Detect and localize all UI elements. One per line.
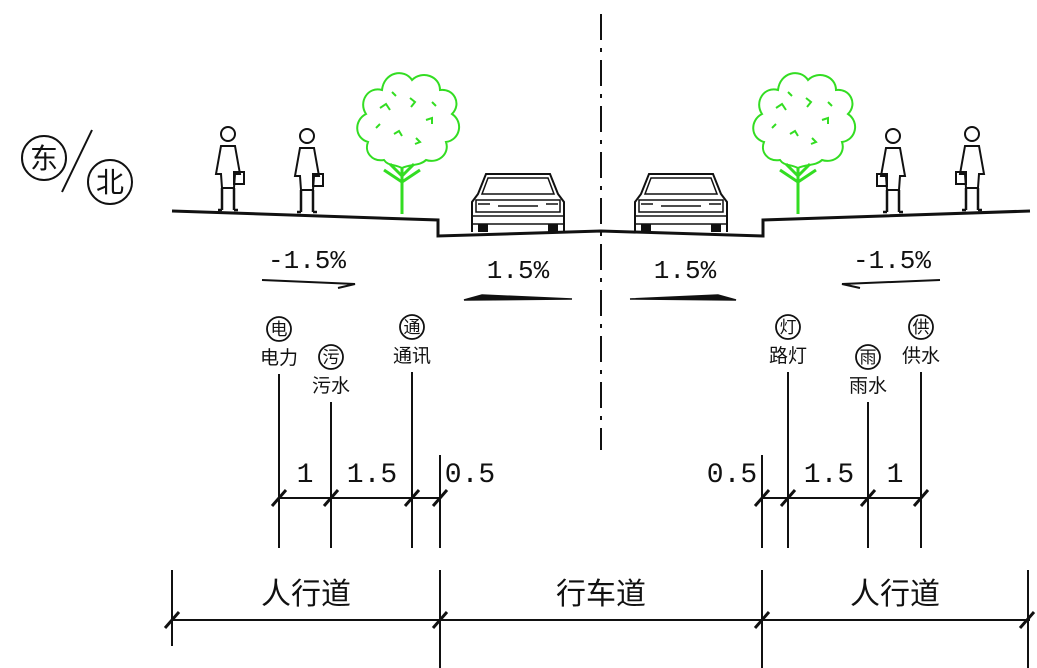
dimension-tick	[431, 611, 449, 629]
slope-label-right-road: 1.5%	[654, 256, 717, 286]
utility-streetlight: 灯 路灯	[769, 314, 807, 548]
utility-label: 供水	[902, 345, 940, 367]
pedestrian-icon	[214, 125, 246, 212]
dimension-tick	[403, 489, 421, 507]
dimension-tick	[431, 489, 449, 507]
utility-label: 通讯	[393, 345, 431, 367]
slope-arrow-left-sidewalk	[261, 279, 356, 289]
dimension-tick	[163, 611, 181, 629]
dimension-tick	[322, 489, 340, 507]
tree-icon	[355, 71, 461, 216]
dimension-value: 1.5	[804, 460, 854, 491]
east-circle	[21, 135, 67, 181]
utility-code: 污	[323, 348, 340, 367]
pedestrian-icon	[875, 127, 907, 214]
utility-stormwater: 雨 雨水	[849, 344, 887, 548]
utility-water-supply: 供 供水	[902, 314, 940, 548]
ground-profile	[171, 209, 1031, 238]
dimension-value: 0.5	[445, 460, 495, 491]
section-label-left-sidewalk: 人行道	[261, 578, 351, 611]
car-icon	[471, 173, 565, 233]
orientation-label: 东 北	[21, 129, 133, 205]
slope-arrow-left-road	[463, 294, 573, 301]
dimension-tick	[779, 489, 797, 507]
north-circle	[87, 159, 133, 205]
utility-label: 污水	[312, 375, 350, 397]
utility-code: 灯	[780, 318, 797, 337]
pedestrian-icon	[954, 125, 986, 212]
utility-circle	[908, 314, 934, 340]
dimension-tick	[270, 489, 288, 507]
utility-circle	[266, 316, 292, 342]
utility-code: 电	[271, 320, 288, 339]
dimension-tick	[859, 489, 877, 507]
slope-arrow-right-road	[629, 294, 737, 301]
slope-label-left-road: 1.5%	[487, 256, 550, 286]
pedestrian-icon	[293, 127, 325, 214]
utility-telecom: 通 通讯	[393, 314, 431, 548]
dimension-value: 1	[297, 460, 314, 491]
dimension-value: 0.5	[707, 460, 757, 491]
slope-label-right-sidewalk: -1.5%	[853, 246, 931, 276]
section-label-right-sidewalk: 人行道	[850, 578, 940, 611]
utility-circle	[855, 344, 881, 370]
section-label-roadway: 行车道	[556, 578, 646, 611]
utility-label: 路灯	[769, 345, 807, 367]
dimension-chain-left: 1 1.5 0.5	[270, 455, 495, 548]
utility-circle	[399, 314, 425, 340]
utility-code: 供	[913, 318, 930, 337]
dimension-value: 1.5	[347, 460, 397, 491]
north-label: 北	[96, 167, 124, 198]
utility-code: 通	[404, 318, 421, 337]
car-icon	[634, 173, 728, 233]
dimension-tick	[912, 489, 930, 507]
orientation-slash	[61, 129, 93, 193]
slope-label-left-sidewalk: -1.5%	[268, 246, 346, 276]
utility-label: 电力	[260, 347, 298, 369]
utility-circle	[775, 314, 801, 340]
utility-sewage: 污 污水	[312, 344, 350, 548]
dimension-chain-right: 0.5 1.5 1	[707, 455, 930, 548]
dimension-tick	[753, 489, 771, 507]
dimension-tick	[753, 611, 771, 629]
utility-circle	[318, 344, 344, 370]
slope-arrow-right-sidewalk	[841, 279, 941, 289]
utility-code: 雨	[860, 348, 877, 367]
dimension-tick	[1018, 611, 1036, 629]
east-label: 东	[30, 143, 58, 174]
section-dimension: 人行道 行车道 人行道	[163, 570, 1036, 668]
utility-power: 电 电力	[260, 316, 298, 548]
utility-label: 雨水	[849, 375, 887, 397]
dimension-value: 1	[887, 460, 904, 491]
tree-icon	[751, 71, 857, 216]
